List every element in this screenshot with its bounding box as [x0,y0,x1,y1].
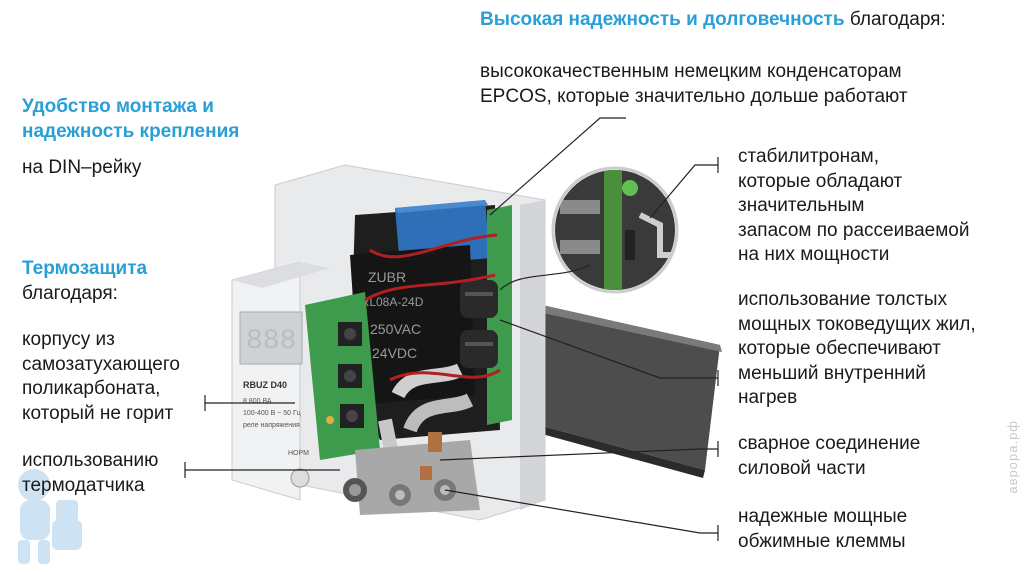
reliability-heading-line: Высокая надежность и долговечность благо… [480,8,946,32]
power-pcb [460,205,512,425]
wires-text: использование толстых мощных токоведущих… [738,288,976,411]
zener-line-4: запасом по рассеиваемой [738,219,970,241]
capacitors-text: высококачественным немецким конденсатора… [480,60,908,109]
case-line-4: который не горит [22,402,174,424]
reliability-heading: Высокая надежность и долговечность [480,9,845,30]
display-digits: 888 [246,326,296,357]
mounting-text: на DIN–рейку [22,157,142,178]
case-line-3: поликарбоната, [22,378,161,399]
wires-line-2: мощных токоведущих жил, [738,313,976,335]
clamps-text: надежные мощные обжимные клеммы [738,505,907,554]
zener-zoom-circle [551,166,679,294]
welded-line-2: силовой части [738,457,866,479]
plumber-mascot-image [18,469,82,564]
zener-line-2: которые обладают [738,170,903,192]
sensor-line-1: использованию [22,450,159,471]
zener-line-5: на них мощности [738,244,890,265]
label-model: RBUZ D40 [243,380,287,390]
case-text: корпусу из самозатухающего поликарбоната… [22,328,180,426]
zener-line-1: стабилитронам, [738,146,879,167]
capacitors-line-2: EPCOS, которые значительно дольше работа… [480,85,908,107]
relay-brand: ZUBR [368,269,406,285]
clamps-line-1: надежные мощные [738,506,908,527]
wires-line-3: которые обеспечивают [738,338,941,359]
mounting-heading-line-1: Удобство монтажа и [22,96,214,117]
capacitors-line-1: высококачественным немецким конденсатора… [480,61,902,82]
welded-text: сварное соединение силовой части [738,432,920,481]
label-range: 100-400 В ~ 50 Гц [243,410,301,417]
label-type: реле напряжения [243,422,300,429]
relay-voltage: 250VAC [370,321,421,337]
case-line-1: корпусу из [22,329,115,350]
thermo-heading: Термозащита [22,258,148,279]
sensor-text: использованию термодатчика [22,449,158,498]
site-watermark: аврора.рф [1005,420,1020,494]
clamps-line-2: обжимные клеммы [738,530,906,552]
terminal-label: НОРМ [288,450,309,457]
din-rail [520,300,722,478]
relay-coil: 24VDC [372,345,417,361]
callout-lines [184,117,719,541]
thick-wires [364,233,501,472]
mounting-heading-line-2: надежность крепления [22,120,240,142]
zener-line-3: значительным [738,195,865,216]
welded-line-1: сварное соединение [738,433,921,454]
zener-text: стабилитронам, которые обладают значител… [738,145,969,268]
label-power: 8 800 ВА [243,398,272,405]
mounting-heading: Удобство монтажа и надежность крепления [22,95,239,144]
wires-line-1: использование толстых [738,289,948,310]
led-display: 888 [239,311,303,365]
wires-line-5: нагрев [738,387,798,408]
front-label: RBUZ D40 8 800 ВА 100-400 В ~ 50 Гц реле… [243,380,309,457]
thermo-text: благодаря: [22,283,118,304]
wires-line-4: меньший внутренний [738,362,926,384]
case-line-2: самозатухающего [22,353,180,375]
sensor-line-2: термодатчика [22,474,145,496]
control-pcb [305,292,380,460]
reliability-heading-suffix: благодаря: [844,9,946,30]
